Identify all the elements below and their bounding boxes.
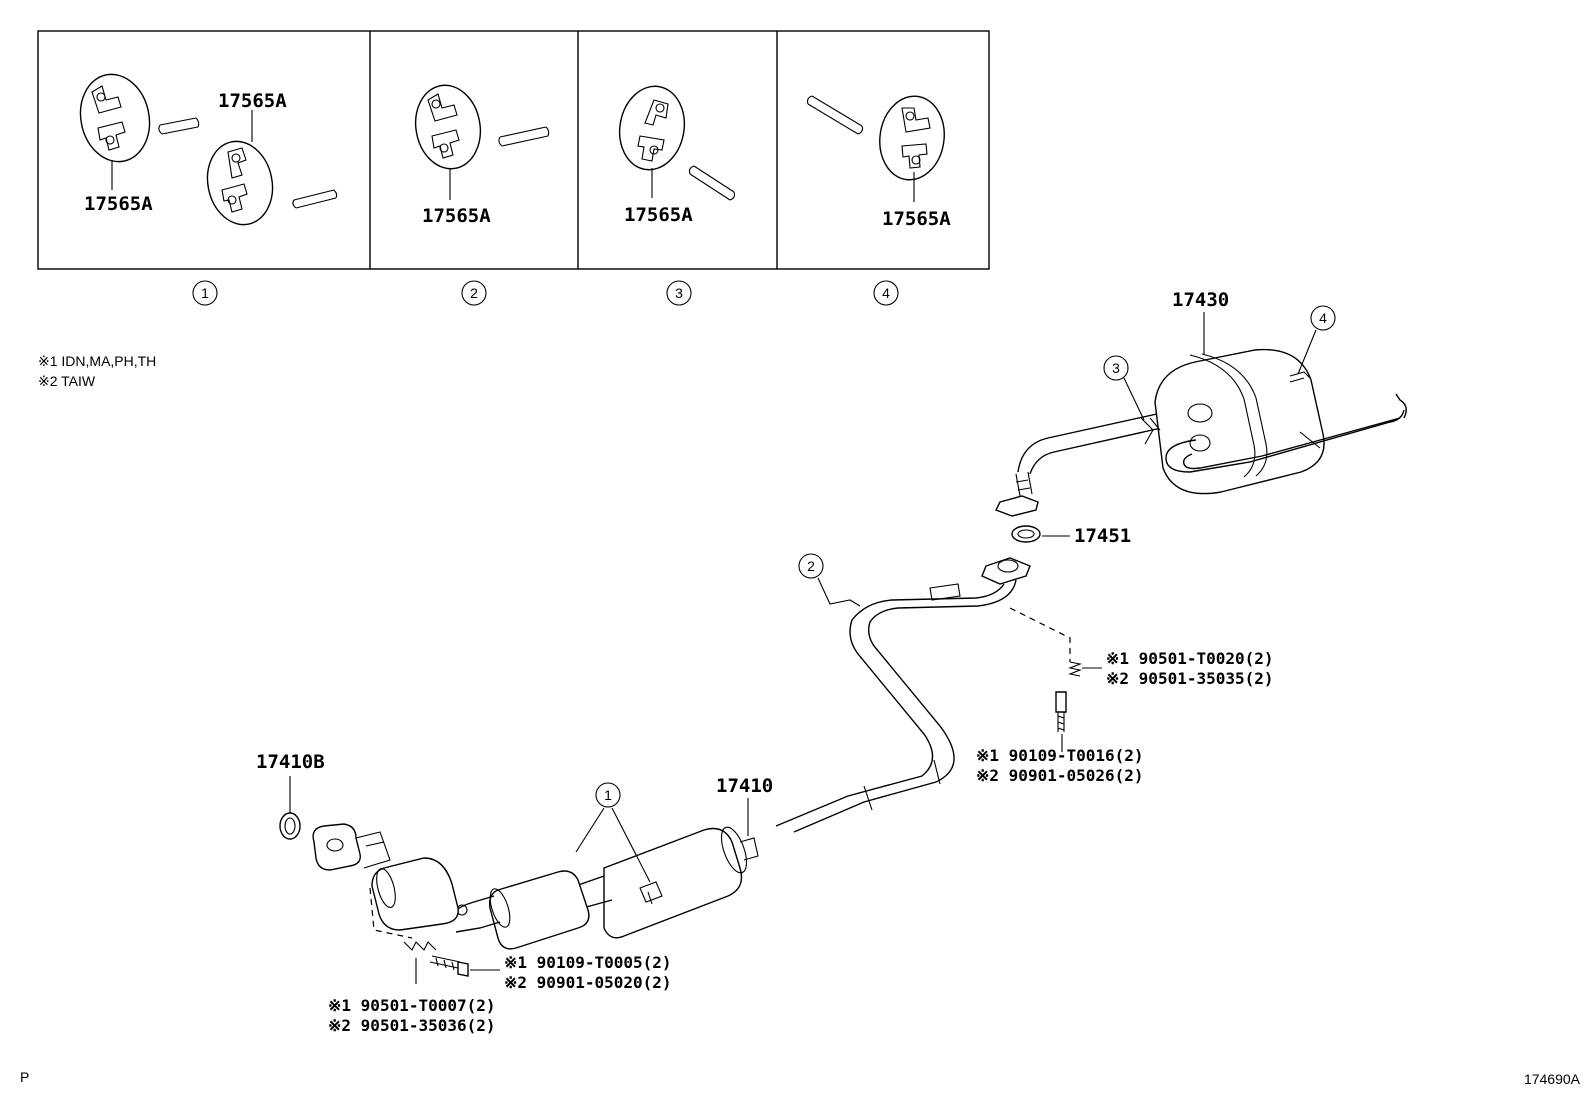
- hanger-part-number: 17565A: [882, 208, 951, 230]
- rear-bolt-part-number: ※2 90901-05026(2): [976, 766, 1144, 785]
- inset-3-hanger: 17565A: [618, 85, 736, 226]
- rubber-hanger: [618, 85, 686, 171]
- hanger-part-number: 17565A: [218, 90, 287, 112]
- front-bolt-part-number: ※1 90109-T0005(2): [504, 953, 672, 972]
- gasket-part-number: 17451: [1074, 525, 1131, 547]
- rear-bolt-part-number: ※1 90109-T0016(2): [976, 746, 1144, 765]
- rubber-hanger: [206, 140, 274, 226]
- front-gasket-part-number: 17410B: [256, 751, 325, 773]
- region-note: ※2 TAIW: [38, 373, 96, 389]
- rear-spring-part-number: ※2 90501-35035(2): [1106, 669, 1274, 688]
- front-spring-part-number: ※2 90501-35036(2): [328, 1016, 496, 1035]
- footer-left-code: P: [20, 1069, 29, 1085]
- rear-spring: [1068, 661, 1082, 677]
- hanger-part-number: 17565A: [84, 193, 153, 215]
- hanger-ref: 2: [807, 558, 815, 574]
- rubber-hanger: [79, 73, 151, 163]
- hanger-ref: 3: [1112, 360, 1120, 376]
- inset-markers: 1 2 3 4: [192, 280, 899, 306]
- inset-number: 4: [882, 285, 890, 301]
- front-pipe-part-number: 17410: [716, 775, 773, 797]
- inset-4-hanger: 17565A: [806, 95, 951, 230]
- muffler-part-number: 17430: [1172, 289, 1229, 311]
- front-spring-part-number: ※1 90501-T0007(2): [328, 996, 496, 1015]
- front-exhaust-pipe: [312, 557, 1031, 950]
- tail-pipe-muffler: [995, 348, 1407, 517]
- front-bolt-part-number: ※2 90901-05020(2): [504, 973, 672, 992]
- inset-number: 2: [470, 285, 478, 301]
- illustration-number: 174690A: [1524, 1071, 1581, 1087]
- inset-number: 3: [675, 285, 683, 301]
- inset-number: 1: [201, 285, 209, 301]
- rear-bolt: [1055, 691, 1067, 732]
- rear-gasket: [1011, 525, 1041, 543]
- region-note: ※1 IDN,MA,PH,TH: [38, 353, 156, 369]
- rear-spring-part-number: ※1 90501-T0020(2): [1106, 649, 1274, 668]
- front-spring: [403, 941, 437, 951]
- rubber-hanger: [414, 84, 482, 170]
- hanger-part-number: 17565A: [422, 205, 491, 227]
- front-bolt: [429, 955, 469, 977]
- rubber-hanger: [879, 95, 945, 181]
- inset-1-hangers: 17565A 17565A: [79, 73, 338, 226]
- inset-2-hanger: 17565A: [414, 84, 550, 227]
- hanger-part-number: 17565A: [624, 204, 693, 226]
- hanger-ref: 4: [1319, 310, 1327, 326]
- hanger-ref: 1: [604, 787, 612, 803]
- front-gasket: [279, 812, 301, 840]
- hanger-inset-panel: [37, 30, 990, 270]
